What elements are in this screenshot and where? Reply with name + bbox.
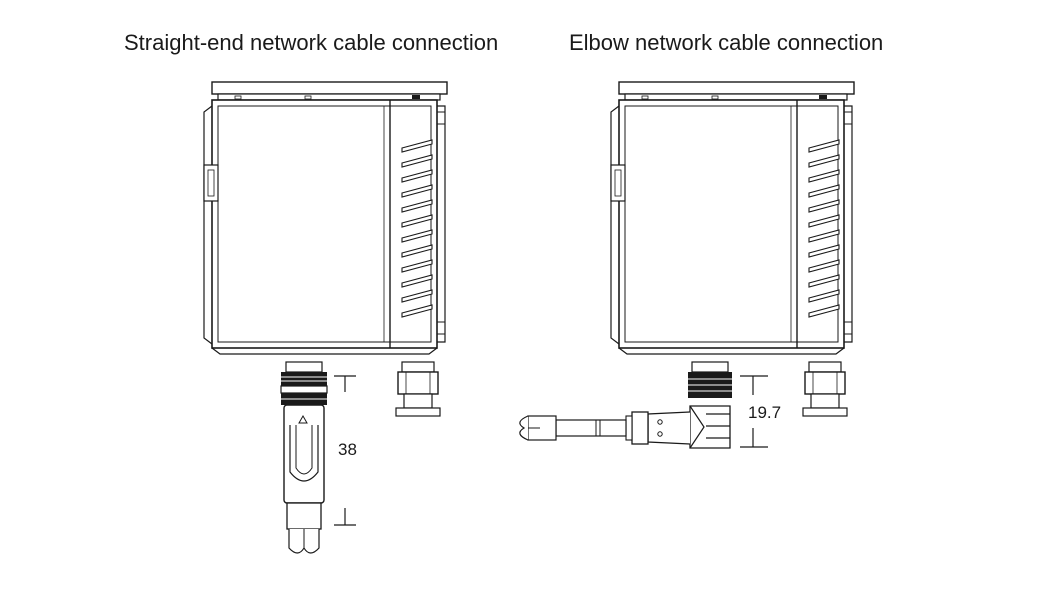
dimension-19-7-marker [740,375,768,448]
elbow-cable-connector [519,361,732,449]
right-side-connector [802,361,848,417]
dimension-38-label: 38 [338,440,357,459]
elbow-title: Elbow network cable connection [569,30,884,55]
straight-end-title: Straight-end network cable connection [124,30,499,55]
left-side-connector [395,361,441,417]
dimension-19-7-label: 19.7 [748,403,781,422]
straight-cable-connector [280,361,328,554]
dimension-38-marker [334,375,356,526]
